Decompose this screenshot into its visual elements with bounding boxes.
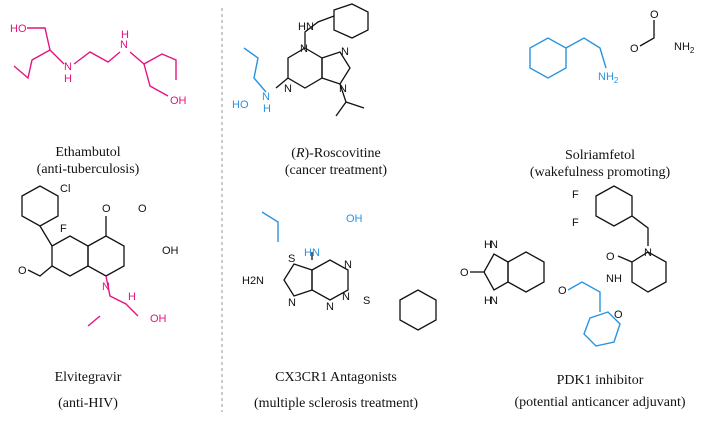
atom-label: N	[344, 259, 352, 271]
atom-label: H	[484, 239, 492, 251]
compound-use: (multiple sclerosis treatment)	[254, 396, 418, 411]
atom-label: N	[300, 43, 308, 55]
atom-label: OH	[170, 95, 187, 107]
atom-label: N	[339, 83, 347, 95]
pdk1-structure: F F O N H N H N O O N H O	[460, 185, 667, 347]
atom-label: O	[138, 203, 147, 215]
atom-label: N	[490, 295, 498, 307]
atom-label: N	[606, 273, 614, 285]
atom-label: S	[288, 253, 295, 265]
atom-label: O	[558, 285, 567, 297]
atom-label: N	[490, 239, 498, 251]
atom-label: F	[572, 189, 579, 201]
atom-label: O	[102, 203, 111, 215]
atom-label: H	[614, 273, 622, 285]
atom-label: N	[644, 247, 652, 259]
atom-label: HO	[10, 23, 27, 35]
atom-label: HN	[304, 247, 320, 259]
atom-label: OH	[162, 245, 179, 257]
solriamfetol-structure: O O NH2 NH2	[529, 9, 695, 85]
atom-label: Cl	[60, 183, 70, 195]
compound-use: (cancer treatment)	[285, 163, 388, 178]
atom-label: N	[326, 301, 334, 313]
compound-name: Ethambutol	[55, 145, 120, 160]
atom-label: F	[60, 223, 67, 235]
atom-label: O	[650, 9, 659, 21]
atom-label: H	[128, 291, 136, 303]
atom-label: O	[18, 265, 27, 277]
compound-name: Elvitegravir	[55, 370, 122, 385]
compound-use: (anti-tuberculosis)	[37, 162, 140, 177]
compound-use: (anti-HIV)	[58, 396, 118, 411]
atom-label: N	[288, 297, 296, 309]
atom-label: OH	[346, 213, 363, 225]
atom-label: O	[630, 43, 639, 55]
atom-label: H	[121, 29, 129, 41]
compound-use: (potential anticancer adjuvant)	[514, 395, 685, 410]
compound-name: Solriamfetol	[565, 148, 635, 163]
atom-label: HN	[298, 21, 314, 33]
ethambutol-structure: HO N H N H OH	[10, 23, 187, 107]
atom-label: N	[342, 291, 350, 303]
atom-label: OH	[150, 313, 167, 325]
atom-label: H	[263, 103, 271, 115]
compound-name: CX3CR1 Antagonists	[275, 370, 397, 385]
atom-label: N	[120, 39, 128, 51]
atom-label: H	[484, 295, 492, 307]
elvitegravir-structure: Cl F O O OH O N H OH	[18, 183, 179, 327]
compound-use: (wakefulness promoting)	[530, 165, 671, 180]
atom-label: NH2	[674, 41, 695, 55]
atom-label: N	[102, 281, 110, 293]
atom-label: N	[262, 91, 270, 103]
atom-label: N	[341, 46, 349, 58]
atom-label: H2N	[242, 275, 264, 287]
atom-label: F	[572, 217, 579, 229]
atom-label: HO	[232, 99, 249, 111]
cx3cr1-structure: OH HN S N N N H2N N S	[242, 211, 437, 331]
atom-label: O	[614, 309, 623, 321]
compound-name: (R)-Roscovitine	[291, 146, 380, 161]
atom-label: O	[606, 251, 615, 263]
atom-label: H	[64, 73, 72, 85]
atom-label: O	[460, 267, 469, 279]
compound-name: PDK1 inhibitor	[557, 373, 644, 388]
atom-label: S	[363, 295, 370, 307]
atom-label: NH2	[598, 71, 619, 85]
atom-label: N	[64, 61, 72, 73]
atom-label: N	[284, 83, 292, 95]
roscovitine-structure: HN N N N N HO N H	[232, 3, 369, 117]
